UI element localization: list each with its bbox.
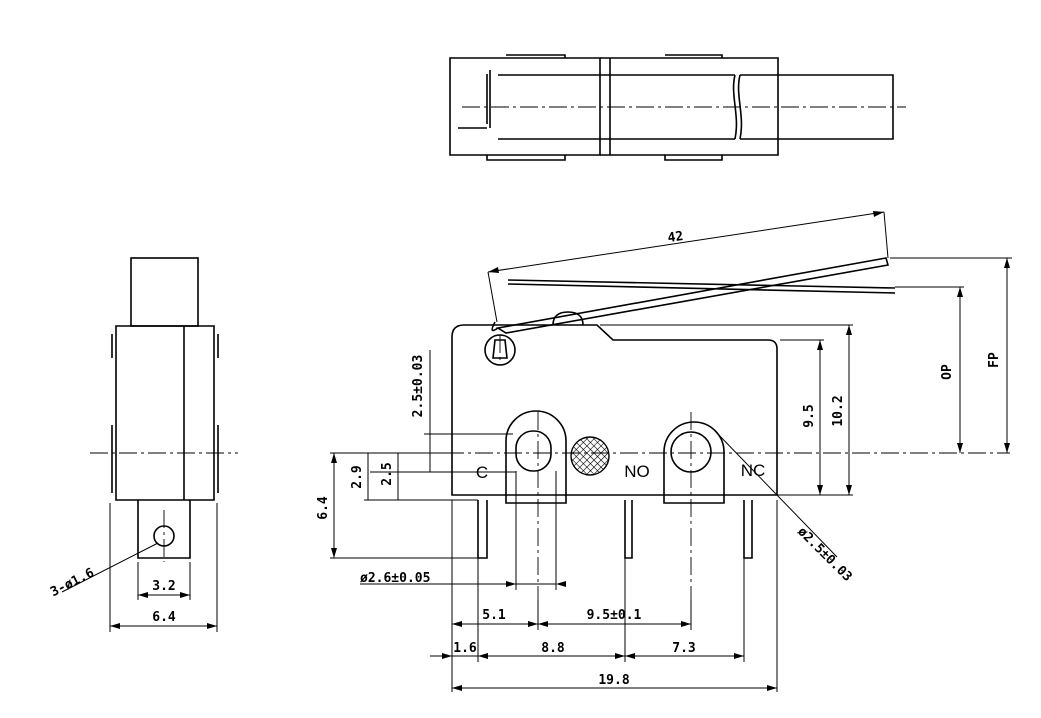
dim-op: OP xyxy=(940,364,955,380)
dim-side-3-2: 3.2 xyxy=(152,579,175,594)
dimension-labels: 42 FP OP 2.5±0.03 9.5 10.2 2.9 2.5 6.4 ø… xyxy=(48,229,1002,688)
dim-2-5: 2.5 xyxy=(380,462,395,485)
dim-fp: FP xyxy=(987,352,1002,368)
dim-7-3: 7.3 xyxy=(672,641,695,656)
dim-5-1: 5.1 xyxy=(482,608,506,623)
dim-2-9: 2.9 xyxy=(350,465,365,488)
terminal-label-nc: NC xyxy=(741,461,766,480)
terminal-label-c: C xyxy=(476,463,488,482)
dim-hole-diameter-nc: ø2.5±0.03 xyxy=(794,524,854,584)
dim-6-4-vertical: 6.4 xyxy=(316,496,331,520)
dim-9-5-height: 9.5 xyxy=(802,404,817,427)
dim-pin-diameter: ø2.6±0.05 xyxy=(360,571,430,586)
dim-2-5-tolerance: 2.5±0.03 xyxy=(411,355,426,418)
terminal-labels: C NO NC xyxy=(476,461,765,482)
dim-42: 42 xyxy=(667,229,685,246)
side-view xyxy=(61,257,238,632)
dim-side-6-4: 6.4 xyxy=(152,610,176,625)
dim-9-5-pitch: 9.5±0.1 xyxy=(587,608,642,623)
dim-1-6: 1.6 xyxy=(453,641,477,656)
dim-side-holes: 3-ø1.6 xyxy=(48,565,97,600)
front-view xyxy=(110,211,1012,692)
top-view xyxy=(449,54,906,161)
terminal-label-no: NO xyxy=(624,462,650,481)
dim-8-8: 8.8 xyxy=(541,641,565,656)
dim-10-2-height: 10.2 xyxy=(831,395,846,426)
dim-19-8: 19.8 xyxy=(598,673,629,688)
actuator-pin xyxy=(570,436,610,476)
